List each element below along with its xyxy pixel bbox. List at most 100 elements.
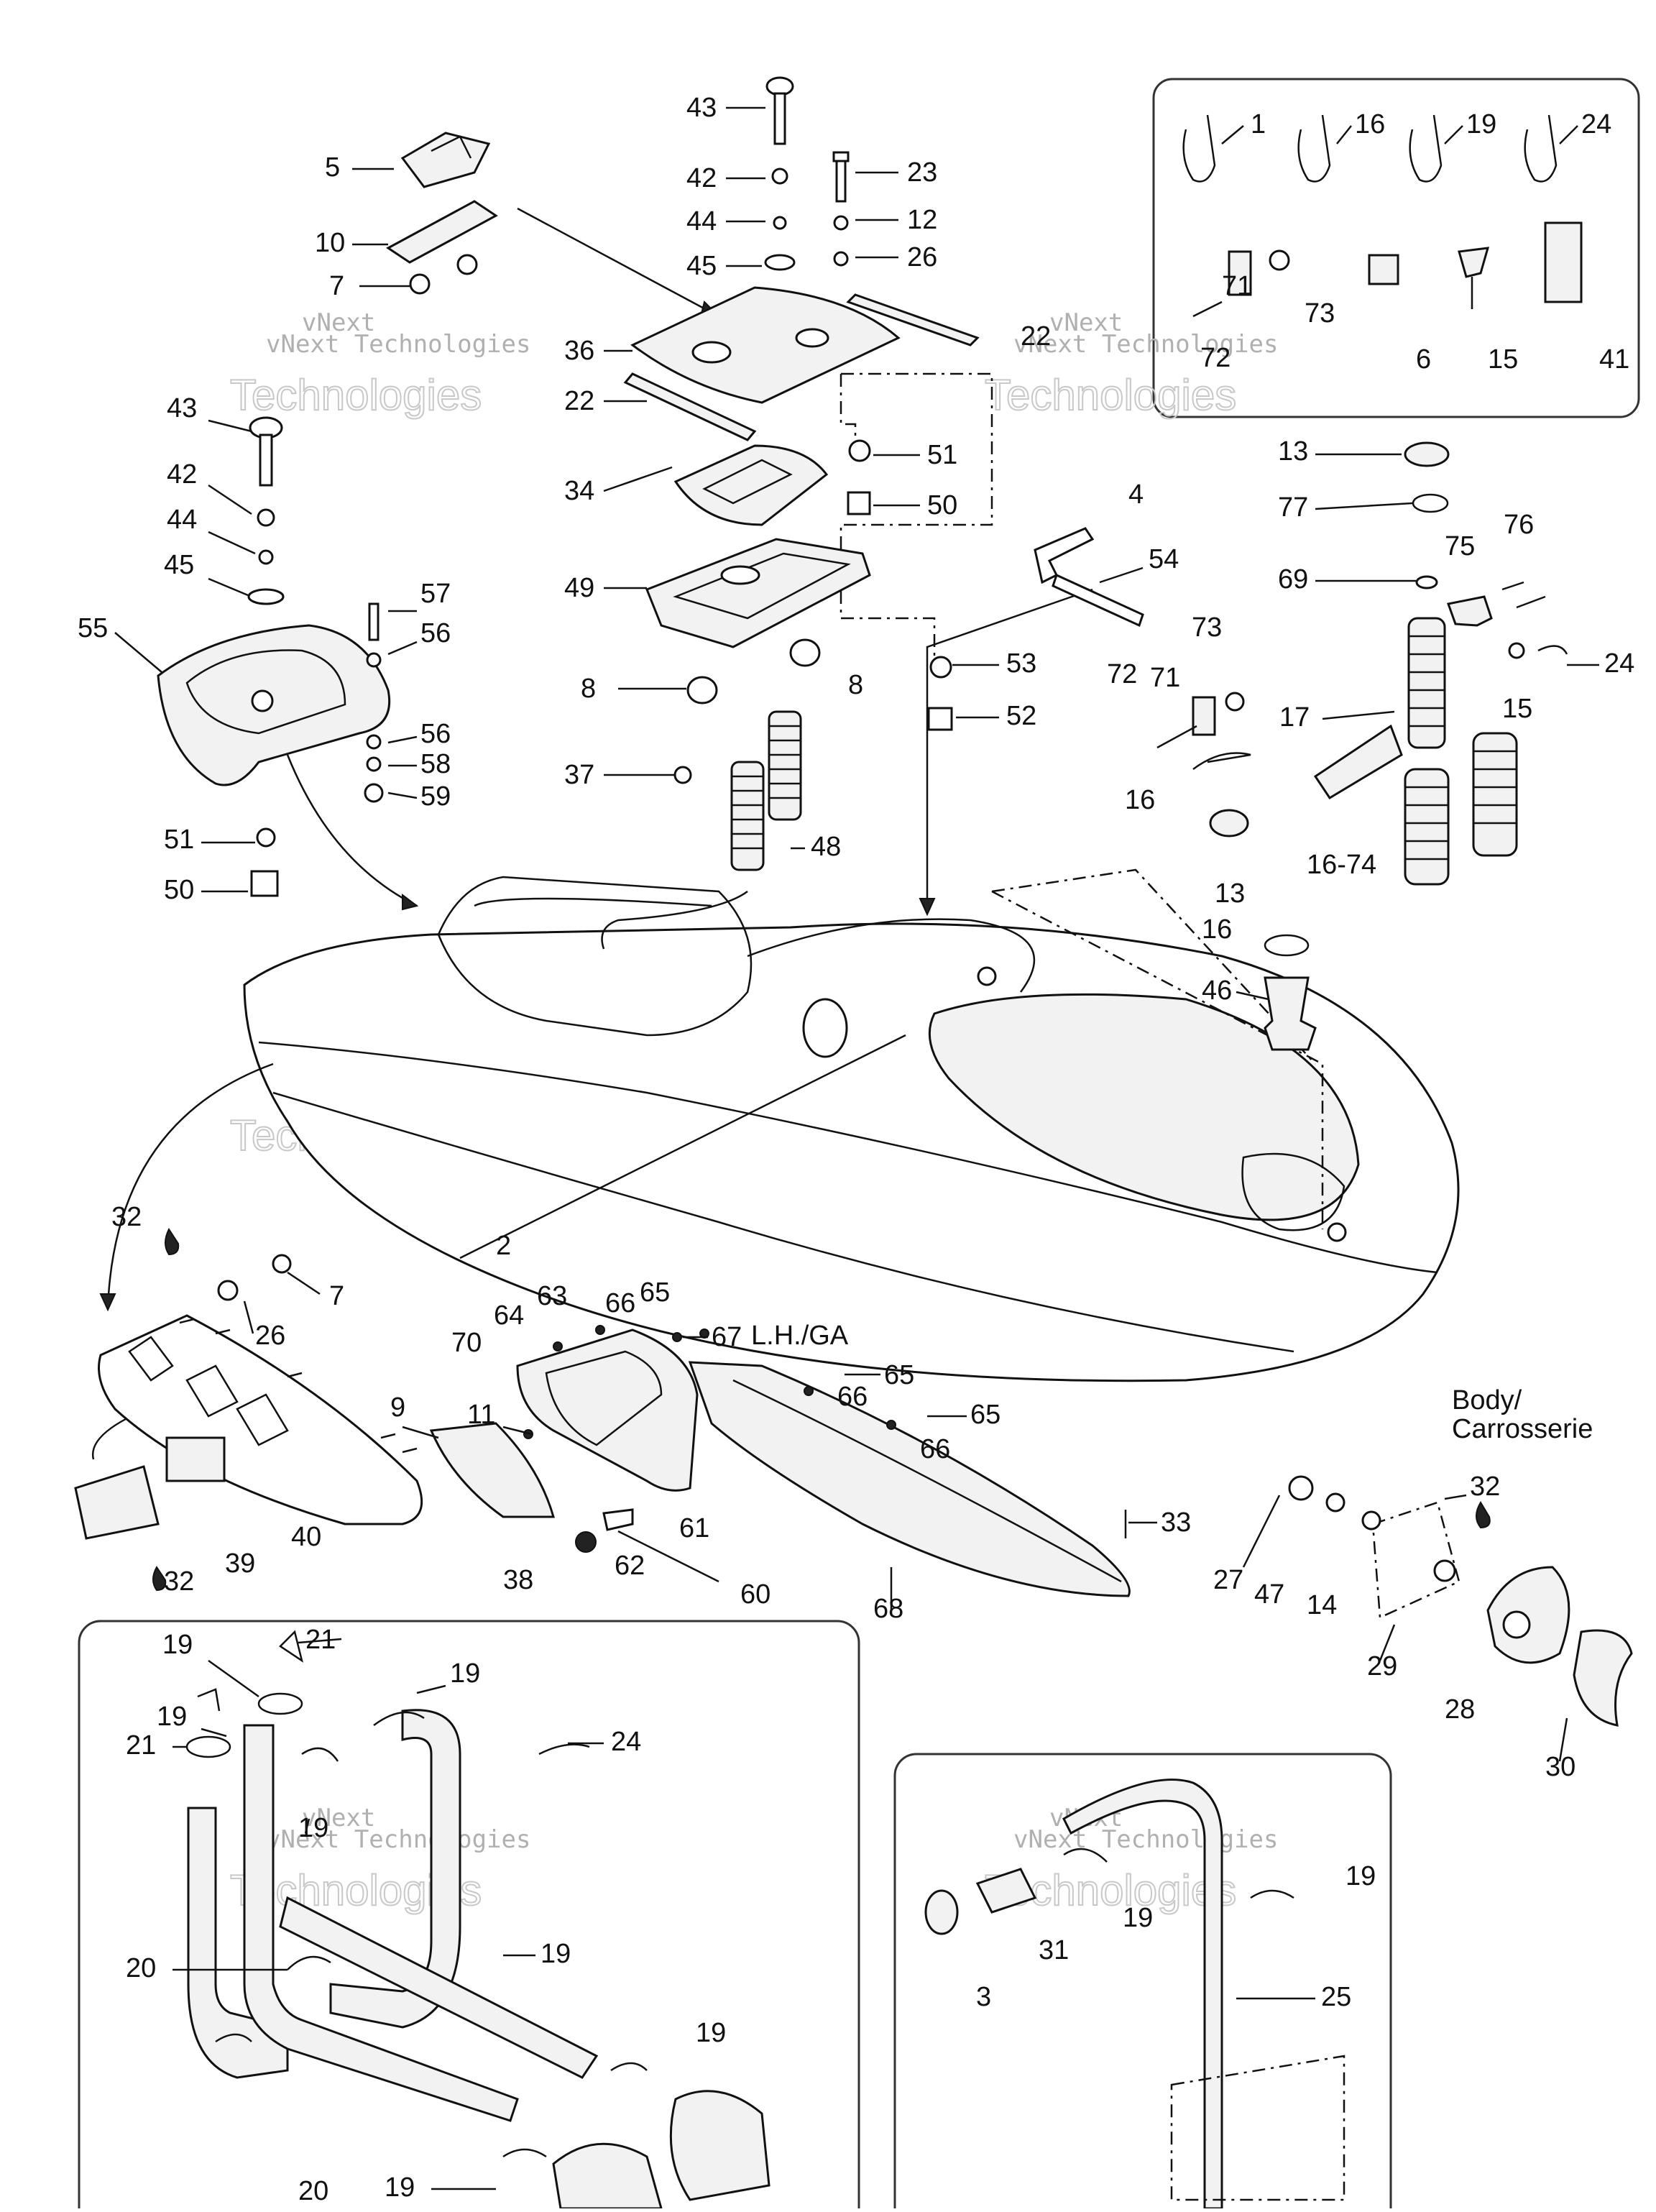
callout-28: 28 xyxy=(1445,1694,1475,1725)
callout-19: 19 xyxy=(1123,1903,1153,1933)
grill-assembly xyxy=(74,1227,555,1592)
callout-leader xyxy=(201,1727,227,1738)
callout-leader xyxy=(1099,566,1144,584)
callout-43: 43 xyxy=(167,393,197,423)
callout-76: 76 xyxy=(1504,510,1534,540)
callout-19: 19 xyxy=(696,2018,726,2048)
callout-32: 32 xyxy=(1470,1472,1500,1502)
hose-routing xyxy=(185,1630,770,2210)
callout-16: 16 xyxy=(1202,914,1232,945)
callout-leader xyxy=(387,791,418,799)
callout-17: 17 xyxy=(1279,702,1310,733)
callout-68: 68 xyxy=(873,1594,903,1624)
callout-25: 25 xyxy=(1321,1982,1351,2012)
callout-leader xyxy=(1242,1495,1281,1568)
callout-71: 71 xyxy=(1150,663,1180,693)
callout-75: 75 xyxy=(1445,531,1475,561)
callout-59: 59 xyxy=(420,781,451,812)
callout-16: 16 xyxy=(1125,785,1155,815)
callout-leader xyxy=(1379,1624,1396,1661)
callout-leader xyxy=(387,735,418,744)
side-note-left-hand: L.H./GA xyxy=(751,1321,849,1351)
callout-21: 21 xyxy=(126,1730,156,1761)
callout-39: 39 xyxy=(225,1548,255,1579)
callout-65: 65 xyxy=(640,1277,670,1308)
callout-19: 19 xyxy=(1346,1861,1376,1891)
callout-15: 15 xyxy=(1502,694,1532,724)
callout-leader xyxy=(304,1818,310,1834)
callout-24: 24 xyxy=(611,1727,641,1757)
callout-65: 65 xyxy=(970,1400,1000,1430)
callout-50: 50 xyxy=(164,875,194,905)
callout-58: 58 xyxy=(420,749,451,779)
callout-64: 64 xyxy=(494,1300,524,1331)
body-note-line1: Body/ xyxy=(1452,1385,1522,1415)
callout-leader xyxy=(208,419,252,433)
callout-leader xyxy=(243,1300,254,1334)
callout-leader xyxy=(1236,991,1269,1001)
watermark-vnext: vNext xyxy=(302,308,375,337)
callout-leader xyxy=(1221,125,1244,144)
callout-13: 13 xyxy=(1215,878,1245,909)
hull-body xyxy=(243,876,1460,1382)
callout-42: 42 xyxy=(167,459,197,490)
callout-6: 6 xyxy=(1416,344,1431,375)
callout-36: 36 xyxy=(564,336,594,366)
callout-45: 45 xyxy=(164,550,194,580)
callout-32: 32 xyxy=(111,1202,142,1232)
watermark-outline: Technologies xyxy=(985,371,1236,419)
callout-leader xyxy=(287,1271,321,1295)
callout-leader xyxy=(1444,125,1463,144)
watermark-vnext: vNext xyxy=(1049,308,1123,337)
callout-leader xyxy=(114,632,162,673)
callout-16: 16 xyxy=(1355,109,1385,139)
callout-43: 43 xyxy=(686,93,717,123)
callout-7: 7 xyxy=(329,1281,344,1311)
callout-19: 19 xyxy=(157,1702,187,1732)
vent-tube-bellows xyxy=(1034,441,1568,1051)
callout-49: 49 xyxy=(564,573,594,603)
watermark-text: vNext Technologies xyxy=(266,1825,530,1854)
callout-13: 13 xyxy=(1278,436,1308,467)
callout-33: 33 xyxy=(385,2205,415,2208)
callout-leader xyxy=(208,531,256,555)
callout-38: 38 xyxy=(503,1565,533,1595)
callout-leader xyxy=(208,484,252,515)
cleat-and-handle xyxy=(157,132,498,897)
callout-62: 62 xyxy=(615,1551,645,1581)
watermark-vnext: vNext xyxy=(302,1804,375,1832)
callout-leader xyxy=(1315,502,1413,510)
callout-2: 2 xyxy=(496,1231,511,1261)
callout-56: 56 xyxy=(420,618,451,648)
callout-leader xyxy=(1558,1717,1568,1762)
callout-24: 24 xyxy=(1581,109,1611,139)
callout-leader xyxy=(502,1426,533,1436)
callout-69: 69 xyxy=(1278,564,1308,595)
callout-19: 19 xyxy=(385,2172,415,2203)
callout-9: 9 xyxy=(390,1392,405,1423)
callout-20: 20 xyxy=(298,2176,328,2206)
callout-55: 55 xyxy=(78,613,108,643)
callout-51: 51 xyxy=(927,440,957,470)
callout-66: 66 xyxy=(837,1382,868,1412)
callout-54: 54 xyxy=(1149,544,1179,574)
callout-50: 50 xyxy=(927,490,957,520)
callout-15: 15 xyxy=(1488,344,1518,375)
callout-26: 26 xyxy=(255,1321,285,1351)
callout-leader xyxy=(416,1684,446,1694)
callout-31: 31 xyxy=(1039,1935,1069,1965)
callout-19: 19 xyxy=(162,1630,193,1660)
callout-22: 22 xyxy=(564,386,594,416)
callout-72: 72 xyxy=(1107,659,1137,689)
callout-19: 19 xyxy=(450,1658,480,1689)
callout-37: 37 xyxy=(564,760,594,790)
callout-45: 45 xyxy=(686,251,717,281)
callout-51: 51 xyxy=(164,825,194,855)
seat-latch-assembly xyxy=(623,76,980,871)
callout-leader xyxy=(1322,710,1395,720)
callout-57: 57 xyxy=(420,579,451,609)
callout-32: 32 xyxy=(164,1566,194,1597)
